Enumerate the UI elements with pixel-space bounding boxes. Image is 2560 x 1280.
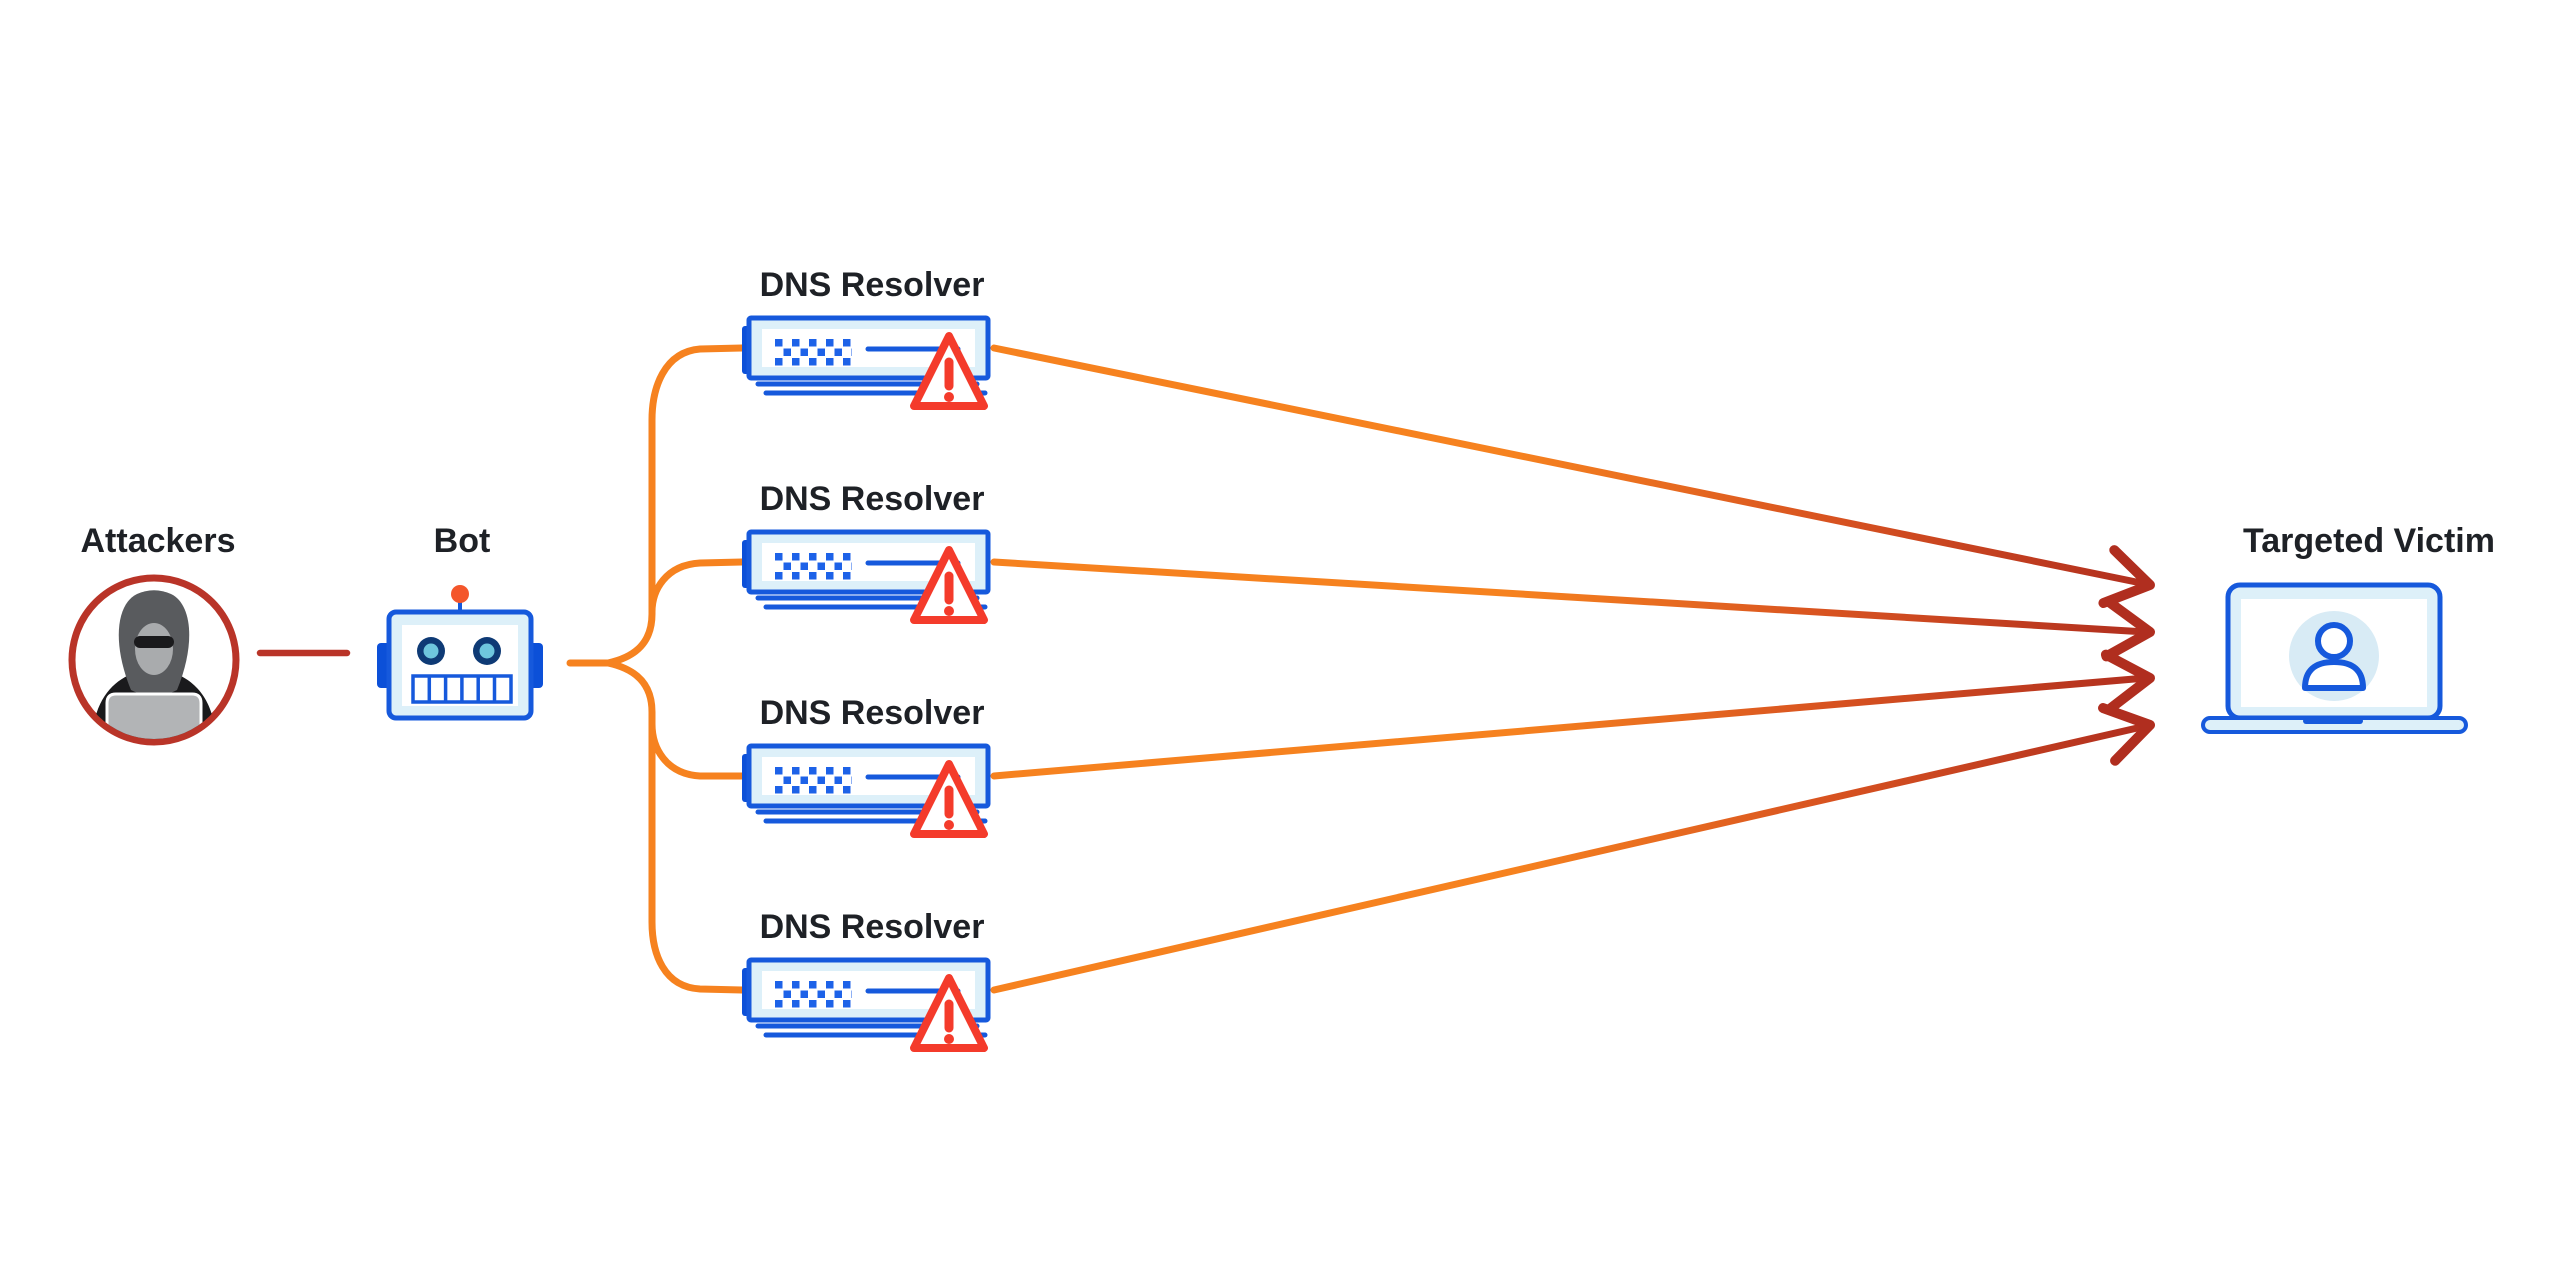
dns-resolver-icon-1 [742, 318, 988, 406]
bot-to-resolver-4-link [604, 659, 746, 994]
dns-resolver-label-2: DNS Resolver [760, 480, 985, 518]
laptop-icon [2201, 582, 2468, 734]
arrowhead-icon-2 [2101, 597, 2155, 662]
bot-to-resolver-3-link [648, 720, 746, 780]
dns-resolver-label-1: DNS Resolver [760, 266, 985, 304]
laptop-base-notch [2303, 718, 2363, 724]
bot-icon [377, 585, 543, 721]
bot-node: Bot [377, 522, 543, 721]
attacker-sunglasses [134, 636, 174, 648]
bot-eyes [417, 637, 501, 665]
resolver-1-to-victim-link [990, 344, 2150, 588]
bot-to-resolver-1-link [604, 344, 746, 667]
arrowhead-icon-4 [2098, 703, 2155, 766]
attacker-face [135, 623, 173, 675]
attackers-label: Attackers [81, 522, 236, 560]
bot-label: Bot [434, 522, 491, 560]
attacker-icon [68, 574, 240, 746]
bot-to-resolver-2-link [648, 558, 746, 616]
bot-antenna-light [451, 585, 469, 603]
arrowhead-icon-1 [2098, 545, 2155, 609]
resolver-4-to-victim-link [990, 722, 2150, 994]
resolver-3-to-victim-link [990, 674, 2150, 780]
dns-resolver-label-4: DNS Resolver [760, 908, 985, 946]
dns-resolver-icon-3 [742, 746, 988, 834]
resolver-2-to-victim-link [990, 558, 2150, 636]
dns-resolver-icon-2 [742, 532, 988, 620]
dns-resolver-icon-4 [742, 960, 988, 1048]
dns-resolver-label-3: DNS Resolver [760, 694, 985, 732]
bot-mouth [411, 674, 513, 704]
user-avatar-icon [2302, 622, 2366, 691]
arrowhead-icon-3 [2100, 649, 2155, 714]
victim-node: Targeted Victim [2201, 522, 2495, 734]
victim-label: Targeted Victim [2243, 522, 2495, 560]
attackers-node: Attackers [68, 522, 240, 746]
